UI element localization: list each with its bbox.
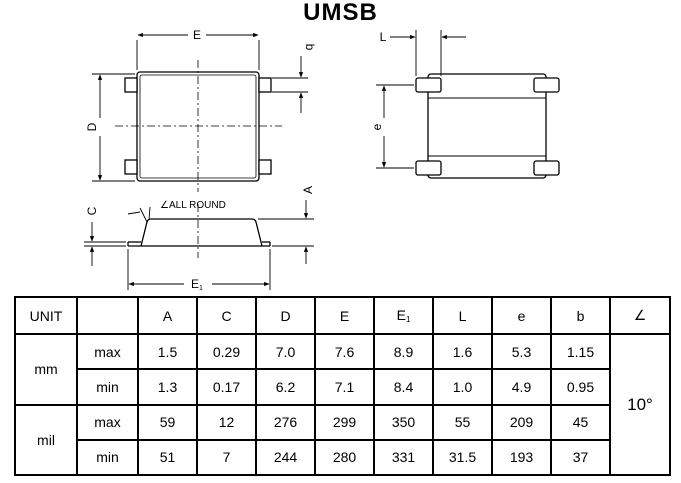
dimension-table: UNIT A C D E E1 L e b ∠ mm max 1.5 0.29 …: [14, 295, 671, 477]
col-header: L: [432, 295, 493, 336]
dim-L: [390, 30, 466, 76]
value-cell: 12: [196, 403, 257, 441]
table-row: min 51 7 244 280 331 31.5 193 37: [15, 438, 670, 477]
side-view-lead: [533, 77, 560, 93]
dim-label-L: L: [380, 30, 387, 44]
value-cell: 0.29: [196, 333, 257, 371]
type-cell: min: [76, 438, 139, 477]
value-cell: 1.5: [137, 333, 198, 371]
value-cell: 193: [491, 438, 552, 477]
value-cell: 51: [137, 438, 198, 477]
value-cell: 0.17: [196, 368, 257, 406]
side-view-body: [427, 73, 547, 179]
value-cell: 37: [550, 438, 611, 477]
value-cell: 59: [137, 403, 198, 441]
dim-label-e: e: [370, 123, 384, 130]
table-row: mm max 1.5 0.29 7.0 7.6 8.9 1.6 5.3 1.15…: [14, 333, 671, 476]
type-header: [76, 295, 139, 336]
value-cell: 1.15: [550, 333, 611, 371]
type-cell: max: [76, 333, 139, 371]
col-header: b: [550, 295, 611, 336]
page-title: UMSB: [303, 0, 378, 26]
col-header-e1-main: E: [396, 307, 406, 324]
value-cell: 1.6: [432, 333, 493, 371]
value-cell: 276: [255, 403, 316, 441]
side-view-lead: [415, 77, 442, 93]
profile-body: [140, 218, 263, 247]
angle-marker: [127, 206, 151, 223]
dim-C: [84, 222, 126, 266]
top-view-pad: [124, 159, 138, 175]
value-cell: 8.4: [373, 368, 434, 406]
value-cell: 280: [314, 438, 375, 477]
side-view-lead: [415, 160, 442, 176]
value-cell: 6.2: [255, 368, 316, 406]
dim-b: [272, 56, 308, 113]
table-row: min 1.3 0.17 6.2 7.1 8.4 1.0 4.9 0.95: [15, 368, 670, 406]
type-cell: max: [76, 403, 139, 441]
table-row: mil max 59 12 276 299 350 55 209 45: [14, 403, 670, 477]
dim-E: [136, 32, 260, 70]
value-cell: 4.9: [491, 368, 552, 406]
value-cell: 209: [491, 403, 552, 441]
type-cell: min: [76, 368, 139, 406]
side-view-lead: [533, 160, 560, 176]
value-cell: 331: [373, 438, 434, 477]
dim-A: [258, 200, 314, 264]
top-view: [115, 60, 282, 192]
value-cell: 5.3: [491, 333, 552, 371]
dim-label-E: E: [193, 28, 201, 42]
value-cell: 1.3: [137, 368, 198, 406]
top-view-pad: [258, 159, 272, 175]
top-view-pad: [258, 77, 272, 93]
dim-D: [92, 73, 135, 182]
col-header: C: [196, 295, 257, 336]
value-cell: 299: [314, 403, 375, 441]
col-header: A: [137, 295, 198, 336]
dim-label-E1-main: E: [191, 277, 199, 291]
value-cell: 8.9: [373, 333, 434, 371]
dim-label-D: D: [85, 122, 99, 131]
dim-label-E1-sub: 1: [199, 285, 203, 292]
value-cell: 244: [255, 438, 316, 477]
value-cell: 350: [373, 403, 434, 441]
col-header-e1-sub: 1: [405, 315, 411, 325]
col-header-e1: E1: [373, 295, 434, 336]
table-header-row: UNIT A C D E E1 L e b ∠: [14, 295, 671, 336]
unit-cell: mm: [14, 333, 78, 406]
value-cell: 55: [432, 403, 493, 441]
angle-value-cell: 10°: [609, 333, 671, 476]
dim-E1: [127, 249, 271, 290]
all-round-label: ∠ALL ROUND: [160, 200, 226, 211]
value-cell: 7.6: [314, 333, 375, 371]
profile-view: [127, 204, 271, 258]
value-cell: 7.0: [255, 333, 316, 371]
value-cell: 1.0: [432, 368, 493, 406]
dim-label-b: b: [303, 44, 317, 51]
unit-header: UNIT: [14, 295, 78, 336]
dim-e: [376, 84, 414, 169]
value-cell: 7.1: [314, 368, 375, 406]
top-view-pad: [124, 77, 138, 93]
col-header-angle: ∠: [609, 295, 671, 336]
dim-label-A: A: [301, 186, 315, 194]
right-side-view: [415, 73, 560, 179]
col-header: D: [255, 295, 316, 336]
package-outline-drawing: E b D L e: [84, 28, 560, 292]
dim-label-C: C: [85, 206, 99, 215]
value-cell: 45: [550, 403, 611, 441]
value-cell: 0.95: [550, 368, 611, 406]
unit-cell: mil: [14, 403, 78, 477]
col-header: e: [491, 295, 552, 336]
value-cell: 31.5: [432, 438, 493, 477]
col-header: E: [314, 295, 375, 336]
value-cell: 7: [196, 438, 257, 477]
dim-label-E1: E1: [191, 277, 203, 292]
